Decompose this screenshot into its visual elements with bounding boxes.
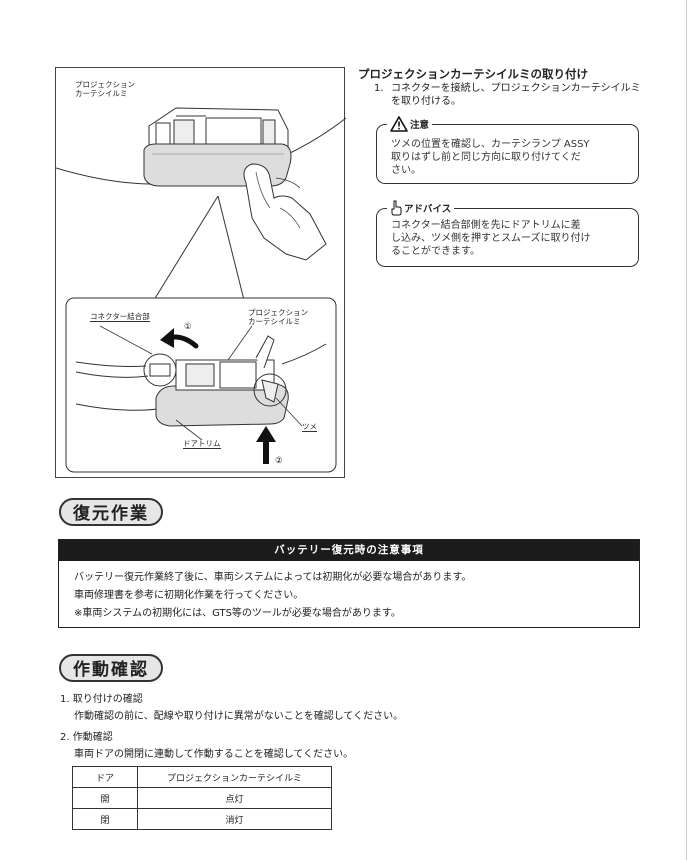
table-cell-lamp: 消灯: [137, 808, 332, 830]
advice-box: アドバイス コネクター結合部側を先にドアトリムに差 し込み、ツメ側を押すとスムー…: [376, 200, 639, 267]
pointing-hand-icon: [391, 200, 402, 216]
warning-icon: [390, 116, 408, 132]
operation-heading: 作動確認: [59, 654, 163, 682]
figure-label-claw: ツメ: [302, 422, 317, 432]
check-item-1-title: 1. 取り付けの確認: [60, 694, 143, 705]
restore-heading: 復元作業: [59, 498, 163, 526]
battery-notice-title: バッテリー復元時の注意事項: [59, 540, 639, 561]
table-header-lamp: プロジェクションカーテシイルミ: [137, 766, 332, 788]
install-step-text: コネクターを接続し、プロジェクションカーテシイルミを取り付ける。: [391, 83, 641, 107]
table-header-row: ドア プロジェクションカーテシイルミ: [72, 766, 332, 788]
operation-table: ドア プロジェクションカーテシイルミ 開 点灯 閉 消灯: [72, 766, 332, 830]
check-item-2-text: 車両ドアの開閉に連動して作動することを確認してください。: [74, 749, 354, 760]
table-row: 開 点灯: [72, 787, 332, 809]
install-section-title: プロジェクションカーテシイルミの取り付け: [358, 67, 588, 81]
caution-label: 注意: [410, 120, 430, 131]
table-cell-door: 開: [72, 787, 138, 809]
caution-text: ツメの位置を確認し、カーテシランプ ASSY 取りはずし前と同じ方向に取り付けて…: [391, 139, 590, 176]
table-row: 閉 消灯: [72, 808, 332, 830]
figure-label-doortrim: ドアトリム: [183, 439, 221, 449]
table-header-door: ドア: [72, 766, 138, 788]
step-1-marker: ①: [184, 322, 192, 332]
table-cell-door: 閉: [72, 808, 138, 830]
figure-label-connector: コネクター結合部: [90, 312, 150, 322]
advice-tag: アドバイス: [387, 200, 455, 216]
table-cell-lamp: 点灯: [137, 787, 332, 809]
figure-label-lamp: プロジェクション カーテシイルミ: [75, 80, 135, 98]
page-edge-rule: [686, 0, 687, 860]
notice-line: 車両修理書を参考に初期化作業を行ってください。: [74, 590, 304, 601]
caution-tag: 注意: [387, 116, 433, 132]
figure-label-inset-lamp: プロジェクション カーテシイルミ: [248, 308, 308, 326]
check-item-2-title: 2. 作動確認: [60, 732, 113, 743]
step-2-marker: ②: [275, 456, 283, 466]
check-item-1-text: 作動確認の前に、配線や取り付けに異常がないことを確認してください。: [74, 711, 404, 722]
illustration-drawing: [56, 107, 346, 473]
notice-line: ※車両システムの初期化には、GTS等のツールが必要な場合があります。: [74, 608, 401, 619]
advice-text: コネクター結合部側を先にドアトリムに差 し込み、ツメ側を押すとスムーズに取り付け…: [391, 220, 591, 257]
notice-line: バッテリー復元作業終了後に、車両システムによっては初期化が必要な場合があります。: [74, 572, 472, 583]
caution-box: 注意 ツメの位置を確認し、カーテシランプ ASSY 取りはずし前と同じ方向に取り…: [376, 116, 639, 184]
installation-illustration: プロジェクション カーテシイルミ コネクター結合部 プロジェクション カーテシイ…: [55, 67, 346, 478]
advice-label: アドバイス: [404, 204, 452, 215]
battery-notice-box: バッテリー復元時の注意事項 バッテリー復元作業終了後に、車両システムによっては初…: [58, 539, 640, 628]
install-step-number: 1.: [374, 83, 384, 94]
